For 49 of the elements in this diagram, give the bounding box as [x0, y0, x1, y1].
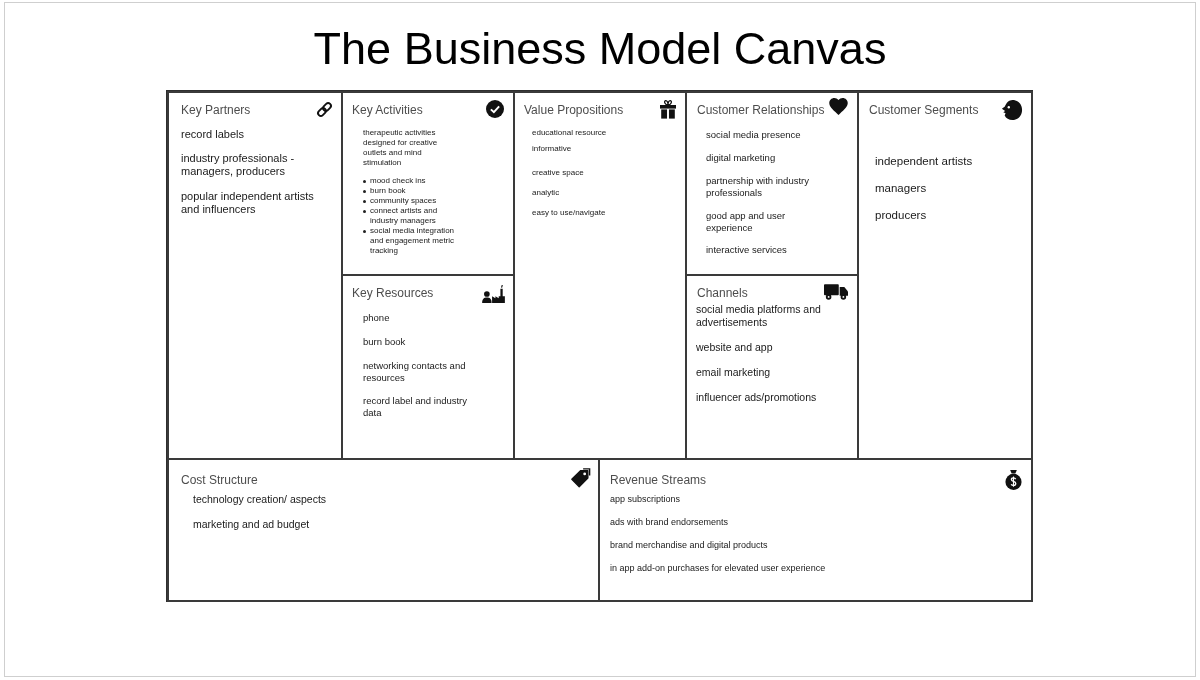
canvas-block	[167, 91, 343, 460]
block-heading: Customer Segments	[869, 103, 979, 117]
block-item: networking contacts and resources	[363, 360, 467, 384]
block-item: independent artists	[875, 154, 974, 168]
block-item: creative space	[532, 168, 585, 178]
canvas-block	[167, 458, 600, 602]
block-heading: Value Propositions	[524, 103, 624, 117]
block-item: social media presence	[706, 129, 802, 141]
block-heading: Revenue Streams	[610, 473, 707, 487]
bullet-item: burn book	[370, 186, 406, 196]
block-heading: Channels	[697, 286, 748, 300]
block-item: popular independent artists and influencers	[181, 190, 315, 216]
block-item: analytic	[532, 188, 561, 198]
block-item: in app add-on purchases for elevated user experience	[610, 563, 827, 574]
block-item: good app and user experience	[706, 210, 787, 234]
block-item: record label and industry data	[363, 395, 469, 419]
block-item: burn book	[363, 336, 407, 348]
block-item: record labels	[181, 128, 245, 141]
block-item: partnership with industry professionals	[706, 175, 810, 199]
block-item: email marketing	[696, 366, 772, 379]
block-heading: Key Activities	[352, 103, 423, 117]
block-heading: Cost Structure	[181, 473, 258, 487]
block-item: digital marketing	[706, 152, 777, 164]
block-item: industry professionals - managers, producers	[181, 152, 296, 178]
bullet-item: mood check ins	[370, 176, 426, 186]
block-item: brand merchandise and digital products	[610, 540, 769, 551]
block-item: technology creation/ aspects	[193, 493, 328, 506]
block-item: producers	[875, 208, 928, 222]
canvas-block	[857, 91, 1033, 460]
block-item: website and app	[696, 341, 774, 354]
block-item: educational resource	[532, 128, 608, 138]
block-item: ads with brand endorsements	[610, 517, 730, 528]
block-item: interactive services	[706, 244, 788, 256]
block-item: social media platforms and advertisements	[696, 303, 822, 329]
block-item: phone	[363, 312, 391, 324]
title: The Business Model Canvas	[313, 23, 887, 75]
block-heading: Key Resources	[352, 286, 434, 300]
block-item: therapeutic activities designed for creative outlets and mind stimulation	[363, 128, 439, 168]
block-item: informative	[532, 144, 573, 154]
block-heading: Key Partners	[181, 103, 251, 117]
bullet-item: social media integration and engagement metric tracking	[370, 226, 456, 256]
canvas-block	[598, 458, 1033, 602]
block-item: managers	[875, 181, 928, 195]
bullet-item: community spaces	[370, 196, 437, 206]
block-item: influencer ads/promotions	[696, 391, 818, 404]
block-heading: Customer Relationships	[697, 103, 825, 117]
block-item: app subscriptions	[610, 494, 682, 505]
block-item: easy to use/navigate	[532, 208, 607, 218]
block-item: marketing and ad budget	[193, 518, 311, 531]
